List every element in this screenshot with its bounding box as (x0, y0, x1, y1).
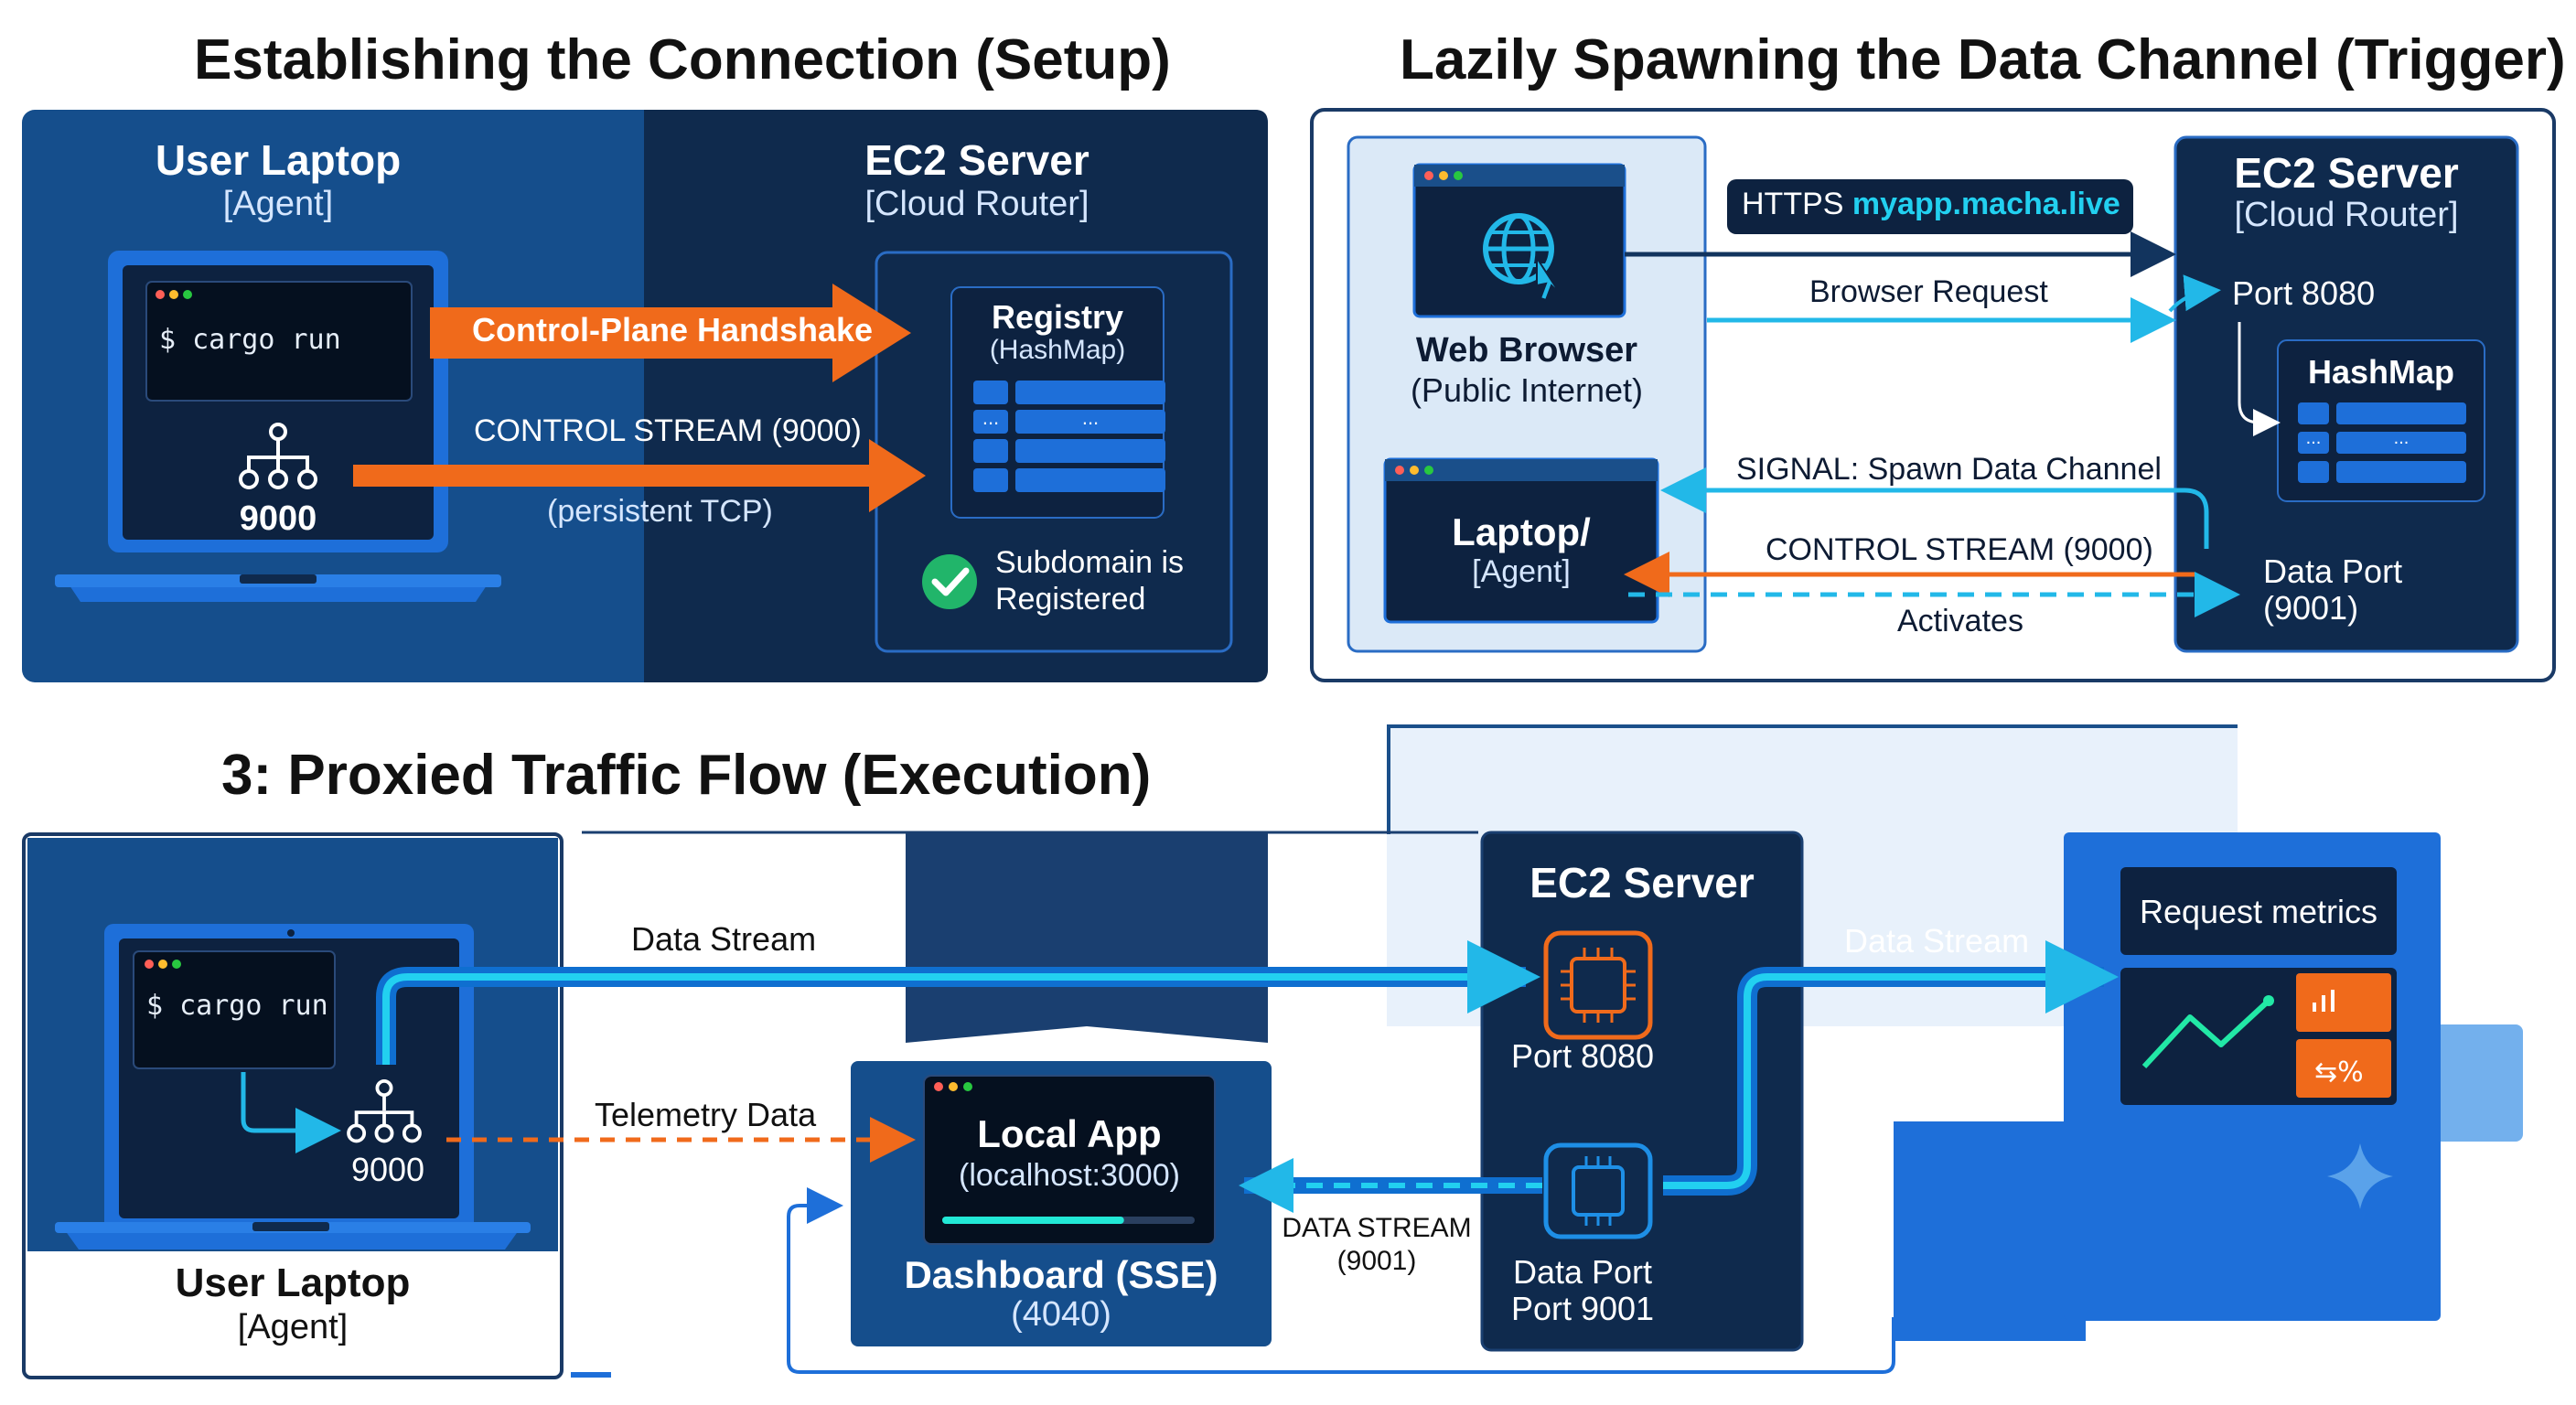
data-stream-right-label: Data Stream (1844, 922, 2030, 960)
panel2-laptop-role: [Agent] (1472, 554, 1571, 589)
registry-ellipsis-left: ... (982, 406, 1000, 429)
https-domain: myapp.macha.live (1852, 187, 2120, 221)
dashboard-name: Dashboard (SSE) (904, 1253, 1218, 1296)
data-stream-9001-line1: DATA STREAM (1282, 1213, 1472, 1243)
local-app-name: Local App (977, 1112, 1162, 1155)
port-8080-arrow (2168, 274, 2221, 313)
local-app-progress (942, 1217, 1124, 1224)
data-stream-right-arrow-body (1663, 967, 2104, 1196)
panel1-terminal-dots (156, 287, 197, 304)
registry-name: Registry (991, 298, 1124, 336)
panel1-title: Establishing the Connection (Setup) (194, 28, 1171, 91)
hashmap-label: HashMap (2307, 353, 2455, 391)
https-prefix: HTTPS (1742, 187, 1852, 221)
data-stream-9001-line2: (9001) (1336, 1246, 1417, 1276)
control-stream-label: CONTROL STREAM (9000) (474, 413, 862, 448)
svg-text:⇆%: ⇆% (2314, 1056, 2364, 1089)
server-port-top: Port 8080 (1510, 1037, 1655, 1075)
panel3-command: $ cargo run (146, 990, 328, 1022)
panel2-control-stream-label: CONTROL STREAM (9000) (1766, 532, 2153, 567)
panel1-server-name: EC2 Server (864, 136, 1089, 184)
registered-line1: Subdomain is (995, 545, 1185, 580)
panel1-agent-port: 9000 (239, 499, 317, 538)
signal-label: SIGNAL: Spawn Data Channel (1736, 452, 2162, 487)
data-port-line2: (9001) (2263, 589, 2359, 627)
registry-ellipsis-right: ... (1081, 406, 1100, 429)
panel1-laptop-name: User Laptop (155, 136, 402, 184)
data-stream-left-arrow (382, 940, 1540, 1065)
request-metrics-label: Request metrics (2139, 893, 2378, 930)
browser-request-label: Browser Request (1809, 274, 2048, 309)
browser-name: Web Browser (1415, 331, 1638, 370)
port-8080-label: Port 8080 (2232, 274, 2376, 312)
hashmap-ellipsis-left: ... (2305, 428, 2322, 448)
data-port-line1: Data Port (2263, 552, 2403, 590)
registry-type: (HashMap) (989, 335, 1126, 365)
data-stream-right-arrow (1663, 940, 2119, 1189)
server-port-bottom-line2: Port 9001 (1510, 1290, 1655, 1327)
network-tree-icon (239, 423, 317, 489)
persistent-tcp-label: (persistent TCP) (547, 494, 773, 529)
panel2-title: Lazily Spawning the Data Channel (Trigge… (1400, 28, 2566, 91)
panel1-command: $ cargo run (159, 324, 341, 356)
panel3-terminal-dots (145, 957, 186, 973)
local-app-host: (localhost:3000) (959, 1158, 1180, 1193)
panel3-title: 3: Proxied Traffic Flow (Execution) (221, 744, 1152, 807)
activates-label: Activates (1897, 604, 2023, 638)
browser-role: (Public Internet) (1410, 371, 1644, 409)
panel3-server-name: EC2 Server (1530, 859, 1755, 906)
server-port-bottom-line1: Data Port (1512, 1253, 1653, 1291)
https-label: HTTPS myapp.macha.live (1742, 187, 2120, 222)
telemetry-label: Telemetry Data (595, 1096, 817, 1133)
panel3-laptop-role: [Agent] (237, 1308, 349, 1346)
panel2-server-role: [Cloud Router] (2234, 196, 2459, 234)
panel1-laptop-role: [Agent] (222, 185, 334, 223)
panel2-browser-window (1412, 163, 1626, 318)
panel3-laptop-name: User Laptop (175, 1260, 411, 1305)
panel3-agent-port: 9000 (350, 1151, 425, 1188)
handshake-label: Control-Plane Handshake (472, 311, 874, 349)
hashmap-arrow (2238, 322, 2281, 436)
panel2-server-name: EC2 Server (2234, 149, 2459, 197)
registered-line2: Registered (995, 582, 1146, 617)
panel2-laptop-name: Laptop/ (1452, 510, 1591, 553)
panel1-server-role: [Cloud Router] (864, 185, 1089, 223)
network-tree-icon (347, 1079, 422, 1143)
hashmap-ellipsis-right: ... (2393, 428, 2410, 448)
dashboard-port: (4040) (1011, 1295, 1111, 1334)
data-stream-left-label: Data Stream (631, 920, 817, 958)
data-stream-left-arrow-body (376, 967, 1526, 1065)
cargo-to-agent-arrow (241, 1072, 341, 1153)
